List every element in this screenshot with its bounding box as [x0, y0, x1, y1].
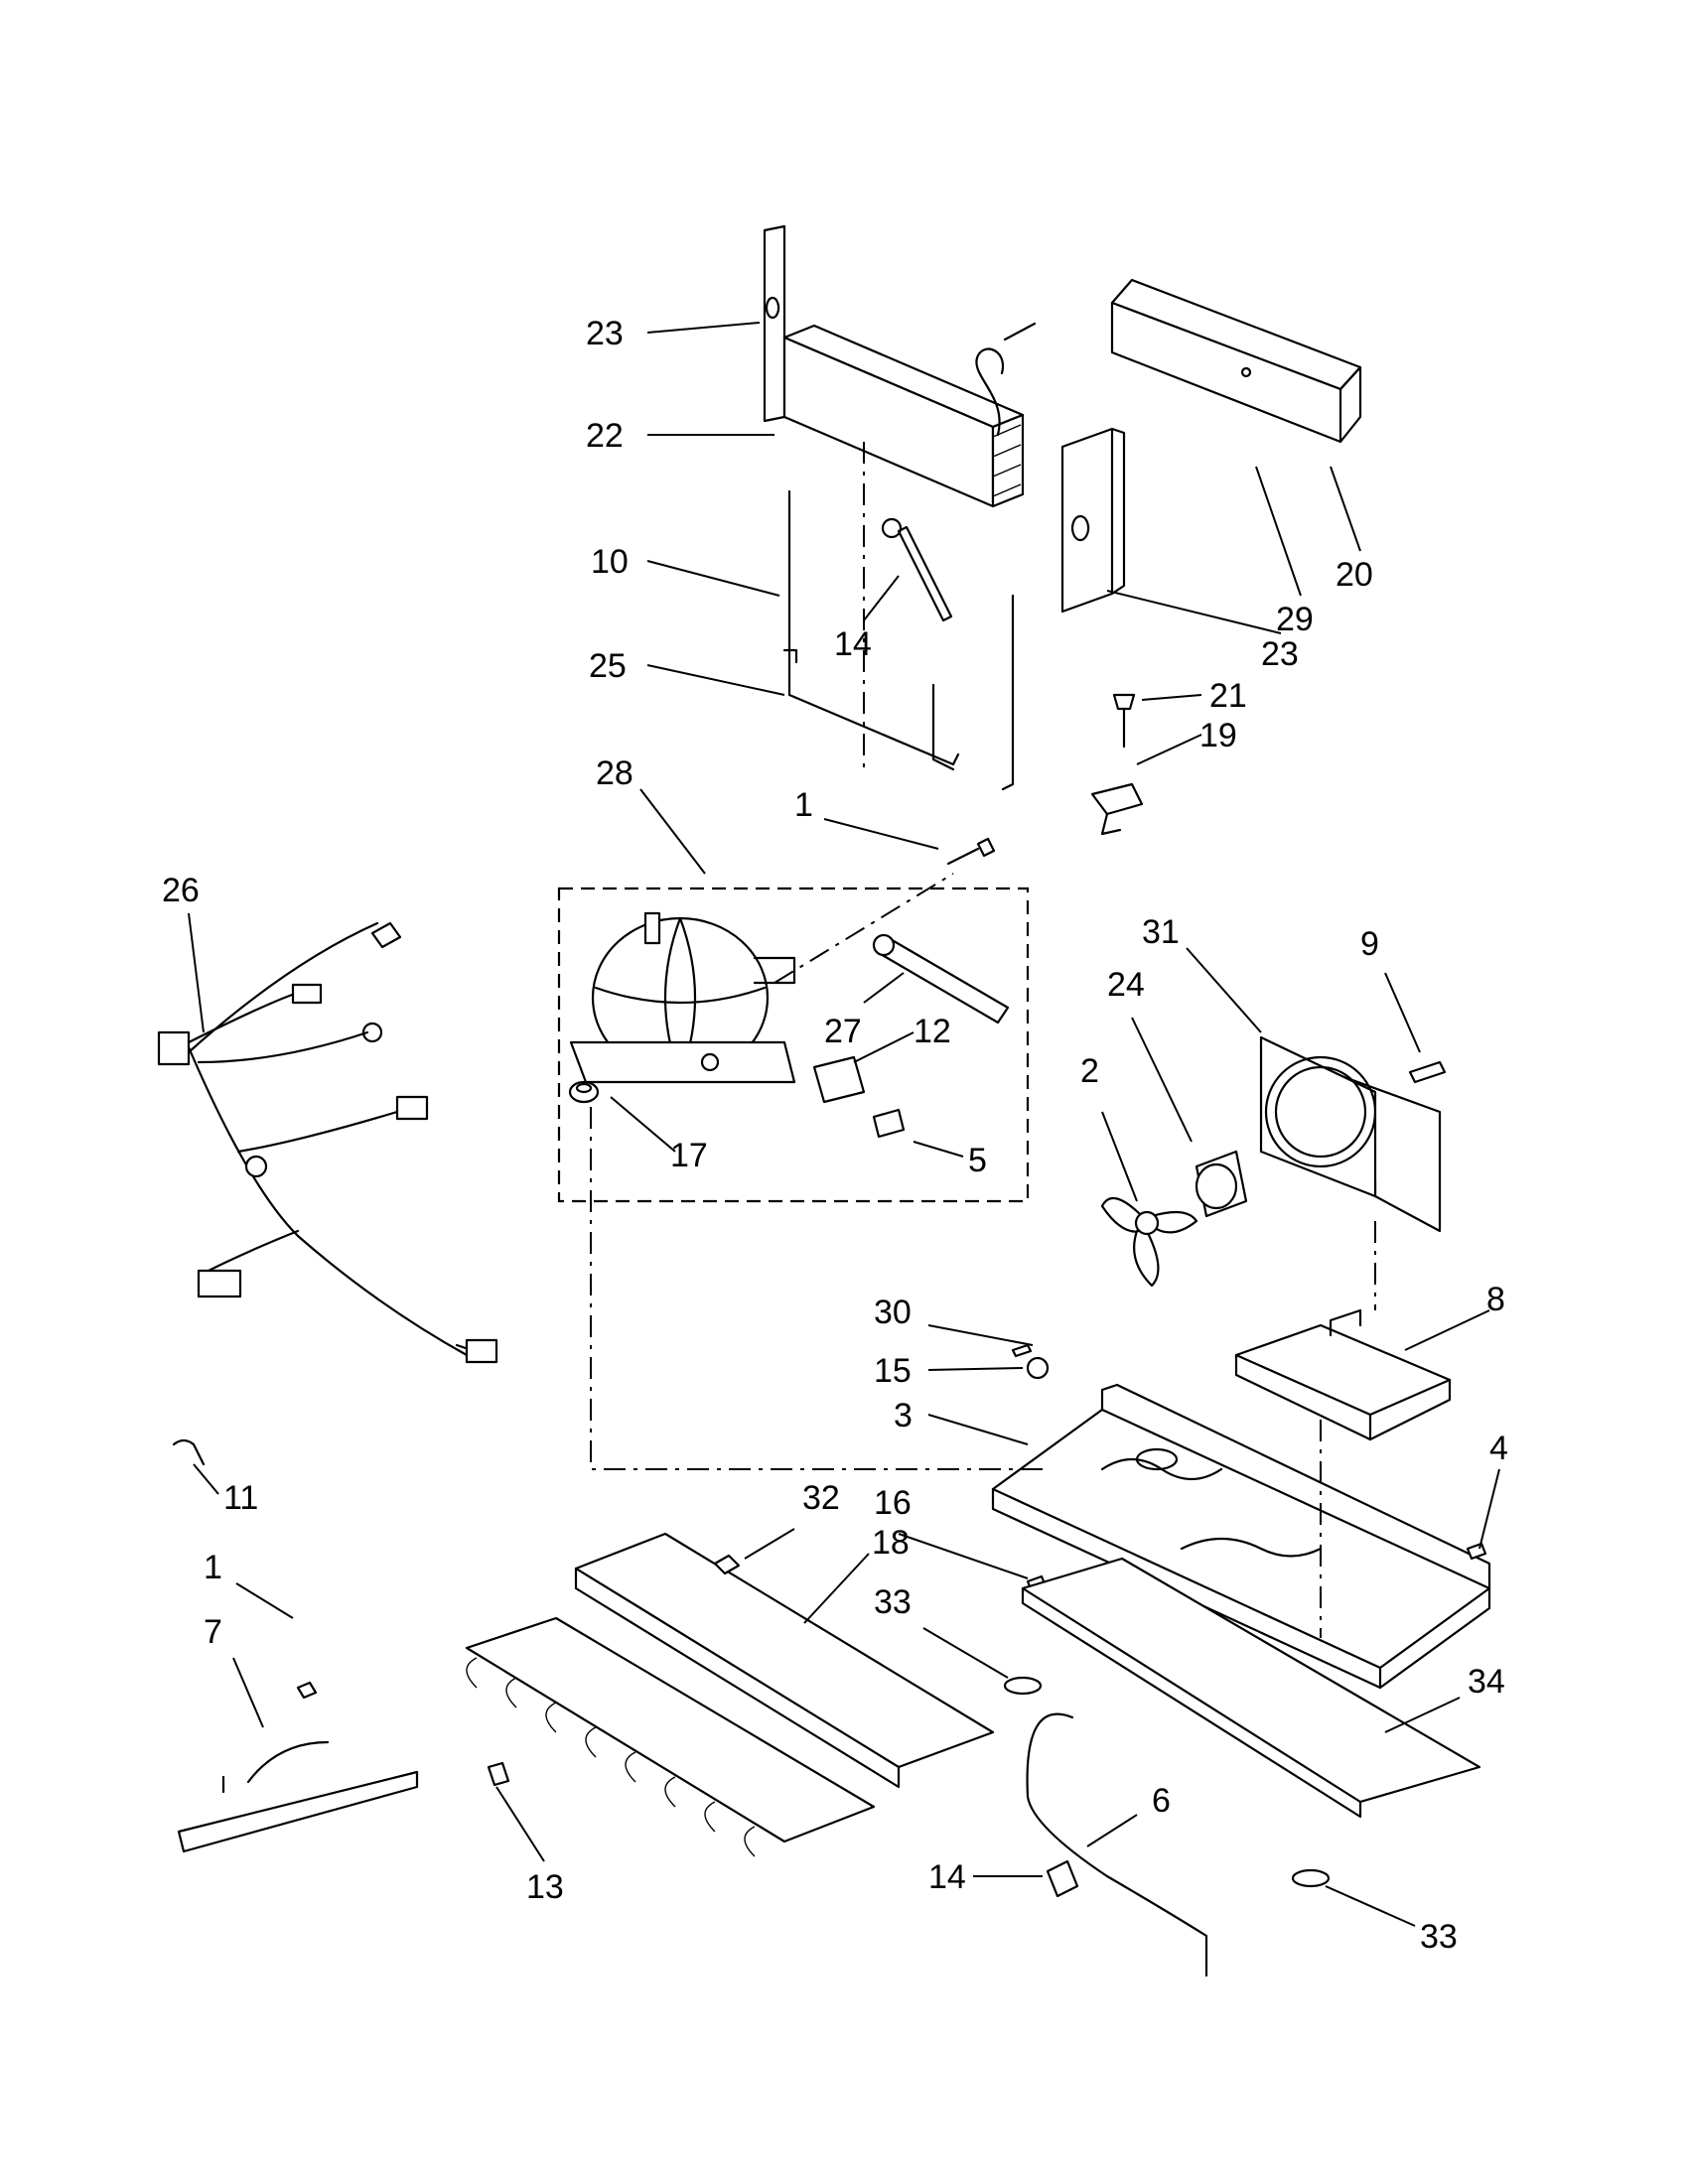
- clip-and-screw: [1090, 693, 1144, 836]
- callout-21: 21: [1209, 677, 1247, 715]
- callout-22: 22: [586, 417, 624, 455]
- callout-labels: 23 22 10 14 25 20 29 23 21 19 28 1 26 27…: [162, 315, 1508, 1956]
- callout-1-top: 1: [794, 786, 813, 824]
- compressor-grommet: [568, 1080, 600, 1104]
- callout-26: 26: [162, 872, 200, 909]
- start-relay: [812, 1055, 906, 1139]
- condenser-clip: [487, 1761, 510, 1787]
- evaporator-cover: [1110, 278, 1362, 444]
- evaporator-assembly: [763, 224, 1037, 508]
- defrost-thermostat: [881, 517, 953, 622]
- callout-34: 34: [1468, 1663, 1505, 1701]
- callout-27: 27: [824, 1013, 862, 1050]
- callout-leaders: [188, 322, 1500, 1927]
- leveling-foot: [1003, 1676, 1331, 1888]
- shroud-screw: [1408, 1060, 1447, 1084]
- callout-23-top: 23: [586, 315, 624, 352]
- wire-clip: [172, 1438, 206, 1466]
- filter-drier: [872, 933, 1010, 1024]
- callout-7: 7: [204, 1613, 222, 1651]
- condenser-fan-motor: [1195, 1150, 1248, 1218]
- callout-20: 20: [1336, 556, 1373, 594]
- callout-14-top: 14: [834, 625, 872, 663]
- callout-11: 11: [223, 1479, 258, 1517]
- evaporator-bracket: [1060, 427, 1126, 614]
- callout-30: 30: [874, 1294, 912, 1331]
- callout-5: 5: [968, 1142, 987, 1179]
- callout-6: 6: [1152, 1782, 1171, 1820]
- callout-32: 32: [802, 1479, 840, 1517]
- callout-16: 16: [874, 1484, 912, 1522]
- compressor: [569, 911, 796, 1084]
- callout-3: 3: [894, 1397, 913, 1434]
- callout-9: 9: [1360, 925, 1379, 963]
- callout-33-middle: 33: [874, 1583, 912, 1621]
- callout-31: 31: [1142, 913, 1180, 951]
- callout-24: 24: [1107, 966, 1145, 1004]
- alignment-lines: [590, 442, 1376, 1638]
- callout-13: 13: [526, 1868, 564, 1906]
- tube-clip: [713, 1554, 741, 1575]
- tube-sleeve: [1046, 1859, 1079, 1898]
- compressor-assembly-box: [557, 887, 1030, 1203]
- fan-mount-tray: [1234, 1308, 1452, 1441]
- callout-17: 17: [670, 1137, 708, 1174]
- callout-28: 28: [596, 754, 633, 792]
- screw-top: [946, 837, 996, 866]
- callout-4: 4: [1489, 1430, 1508, 1467]
- callout-12: 12: [914, 1013, 951, 1050]
- callout-18: 18: [872, 1524, 910, 1562]
- condenser-fan-blade: [1100, 1196, 1198, 1288]
- callout-2: 2: [1080, 1052, 1099, 1090]
- base-cover-panel: [1021, 1557, 1481, 1819]
- condenser-coil: [465, 1532, 995, 1857]
- callout-1-bottom: 1: [204, 1549, 222, 1586]
- wiring-harness: [157, 921, 498, 1364]
- drain-heater-bracket: [177, 1681, 419, 1853]
- drain-tube: [1026, 1712, 1208, 1978]
- callout-19: 19: [1199, 717, 1237, 754]
- callout-10: 10: [591, 543, 629, 581]
- callout-14-bottom: 14: [928, 1858, 966, 1896]
- callout-29: 29: [1276, 601, 1314, 638]
- fan-shroud: [1259, 1035, 1442, 1233]
- callout-15: 15: [874, 1352, 912, 1390]
- callout-8: 8: [1486, 1281, 1505, 1318]
- callout-25: 25: [589, 647, 627, 685]
- callout-33-bottom: 33: [1420, 1918, 1458, 1956]
- callout-23-right: 23: [1261, 635, 1299, 673]
- defrost-heater: [782, 489, 1015, 791]
